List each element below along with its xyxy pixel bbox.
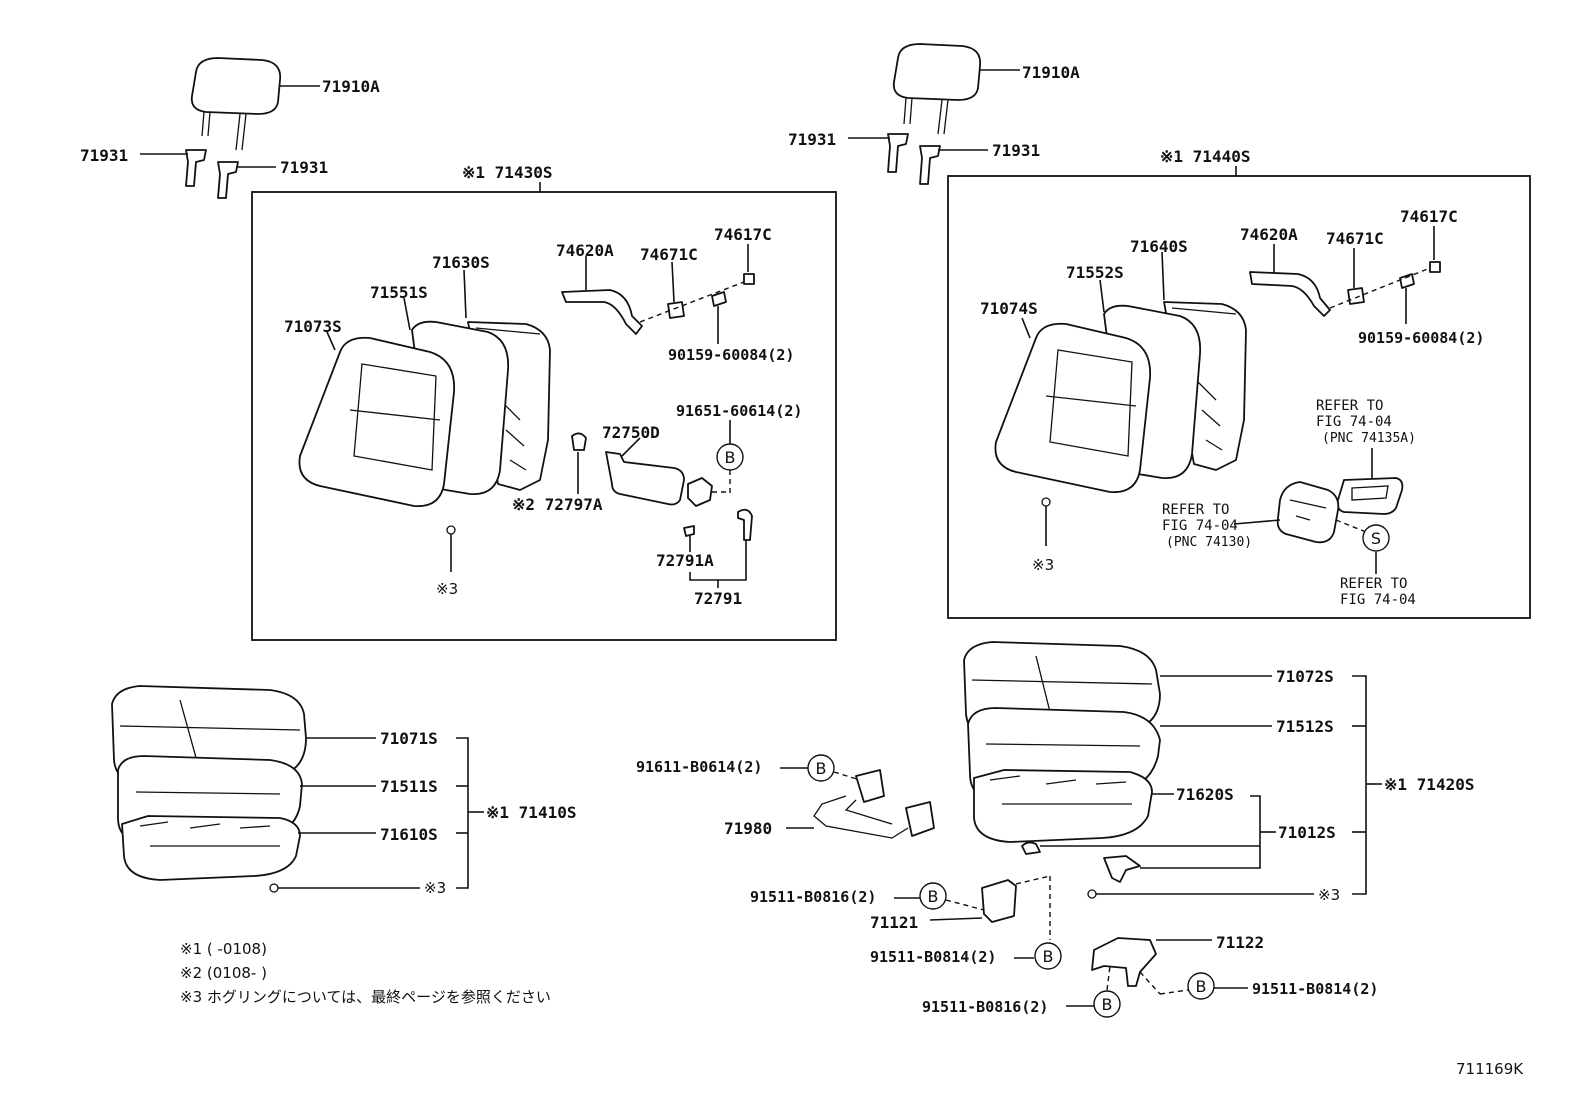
- label-support-right-a: 71931: [788, 130, 836, 149]
- label-knob-left: ※2 72797A: [512, 495, 603, 514]
- seatback-box-left: [251, 191, 837, 641]
- label-support-left-a: 71931: [80, 146, 128, 165]
- label-lever2-left: 72791: [694, 589, 742, 608]
- label-lever-left: 72791A: [656, 551, 714, 570]
- marker-b-left-back-text: B: [725, 448, 736, 467]
- label-pad-right: 71552S: [1066, 263, 1124, 282]
- label-heater-left: 72750D: [602, 423, 660, 442]
- label-bracket-71122: 71122: [1216, 933, 1264, 952]
- label-ring-cushion-right: ※3: [1318, 886, 1340, 904]
- marker-b1-text: B: [816, 759, 827, 778]
- label-screw-right: 90159-60084(2): [1358, 329, 1484, 347]
- label-bolt-b3: 91511-B0814(2): [870, 948, 996, 966]
- label-bracket-71121: 71121: [870, 913, 918, 932]
- label-refer3-a: REFER TO: [1340, 576, 1407, 592]
- seatback-left-parts: [298, 273, 755, 541]
- seatback-box-right: [947, 175, 1531, 619]
- label-frame-left: 71630S: [432, 253, 490, 272]
- note-2: ※2 (0108- ): [180, 964, 267, 982]
- headrest-right: [887, 43, 982, 185]
- label-screw2-left: 91651-60614(2): [676, 402, 802, 420]
- note-3: ※3 ホグリングについては、最終ページを参照ください: [180, 988, 551, 1006]
- label-cushion-assy-left: ※1 71410S: [486, 803, 576, 822]
- label-cap-right: 74617C: [1400, 207, 1458, 226]
- label-refer1-c: (PNC 74135A): [1322, 431, 1416, 446]
- marker-b2-text: B: [928, 887, 939, 906]
- marker-b3-text: B: [1043, 947, 1054, 966]
- marker-b3: [1034, 942, 1062, 970]
- seatback-right-parts: [994, 261, 1441, 544]
- label-ring-cushion-left: ※3: [424, 879, 446, 897]
- marker-b1: [807, 754, 835, 782]
- label-refer1-a: REFER TO: [1316, 398, 1383, 414]
- label-cover-right: 71074S: [980, 299, 1038, 318]
- label-bolt-b4: 91511-B0814(2): [1252, 980, 1378, 998]
- label-cushion-frame-right: 71620S: [1176, 785, 1234, 804]
- note-1: ※1 ( -0108): [180, 940, 267, 958]
- marker-s-right: [1362, 524, 1390, 552]
- label-cushion-cover-left: 71071S: [380, 729, 438, 748]
- cushion-right-parts: [963, 641, 1161, 899]
- label-refer2-a: REFER TO: [1162, 502, 1229, 518]
- label-cushion-spring-right: 71012S: [1278, 823, 1336, 842]
- brackets-parts: [813, 769, 1157, 987]
- label-refer1-b: FIG 74-04: [1316, 414, 1392, 430]
- label-support-right-b: 71931: [992, 141, 1040, 160]
- label-refer2-c: (PNC 74130): [1166, 535, 1252, 550]
- label-refer2-b: FIG 74-04: [1162, 518, 1238, 534]
- label-cushion-pad-right: 71512S: [1276, 717, 1334, 736]
- marker-s-text: S: [1371, 529, 1381, 548]
- label-refer3-b: FIG 74-04: [1340, 592, 1416, 608]
- label-screw-left: 90159-60084(2): [668, 346, 794, 364]
- label-hinge-left: 74620A: [556, 241, 614, 260]
- label-headrest-left: 71910A: [322, 77, 380, 96]
- label-cap-left: 74617C: [714, 225, 772, 244]
- cushion-left-parts: [111, 685, 307, 893]
- label-hinge-right: 74620A: [1240, 225, 1298, 244]
- label-pad-left: 71551S: [370, 283, 428, 302]
- label-cushion-frame-left: 71610S: [380, 825, 438, 844]
- label-ring-back-right: ※3: [1032, 556, 1054, 574]
- figure-code: 711169K: [1456, 1060, 1524, 1078]
- label-support-left-b: 71931: [280, 158, 328, 177]
- label-cushion-assy-right: ※1 71420S: [1384, 775, 1474, 794]
- label-headrest-right: 71910A: [1022, 63, 1080, 82]
- headrest-left: [185, 57, 282, 199]
- label-bracket-71980: 71980: [724, 819, 772, 838]
- label-knob-cover-right: 74671C: [1326, 229, 1384, 248]
- label-cushion-cover-right: 71072S: [1276, 667, 1334, 686]
- label-bolt-b2: 91511-B0816(2): [750, 888, 876, 906]
- label-ring-back-left: ※3: [436, 580, 458, 598]
- label-back-assy-right: ※1 71440S: [1160, 147, 1250, 166]
- label-back-assy-left: ※1 71430S: [462, 163, 552, 182]
- label-bolt-b5: 91511-B0816(2): [922, 998, 1048, 1016]
- marker-b4: [1187, 972, 1215, 1000]
- label-bolt-b1: 91611-B0614(2): [636, 758, 762, 776]
- marker-b2: [919, 882, 947, 910]
- label-cover-left: 71073S: [284, 317, 342, 336]
- marker-b4-text: B: [1196, 977, 1207, 996]
- marker-b5-text: B: [1102, 995, 1113, 1014]
- marker-b5: [1093, 990, 1121, 1018]
- label-knob-cover-left: 74671C: [640, 245, 698, 264]
- label-frame-right: 71640S: [1130, 237, 1188, 256]
- label-cushion-pad-left: 71511S: [380, 777, 438, 796]
